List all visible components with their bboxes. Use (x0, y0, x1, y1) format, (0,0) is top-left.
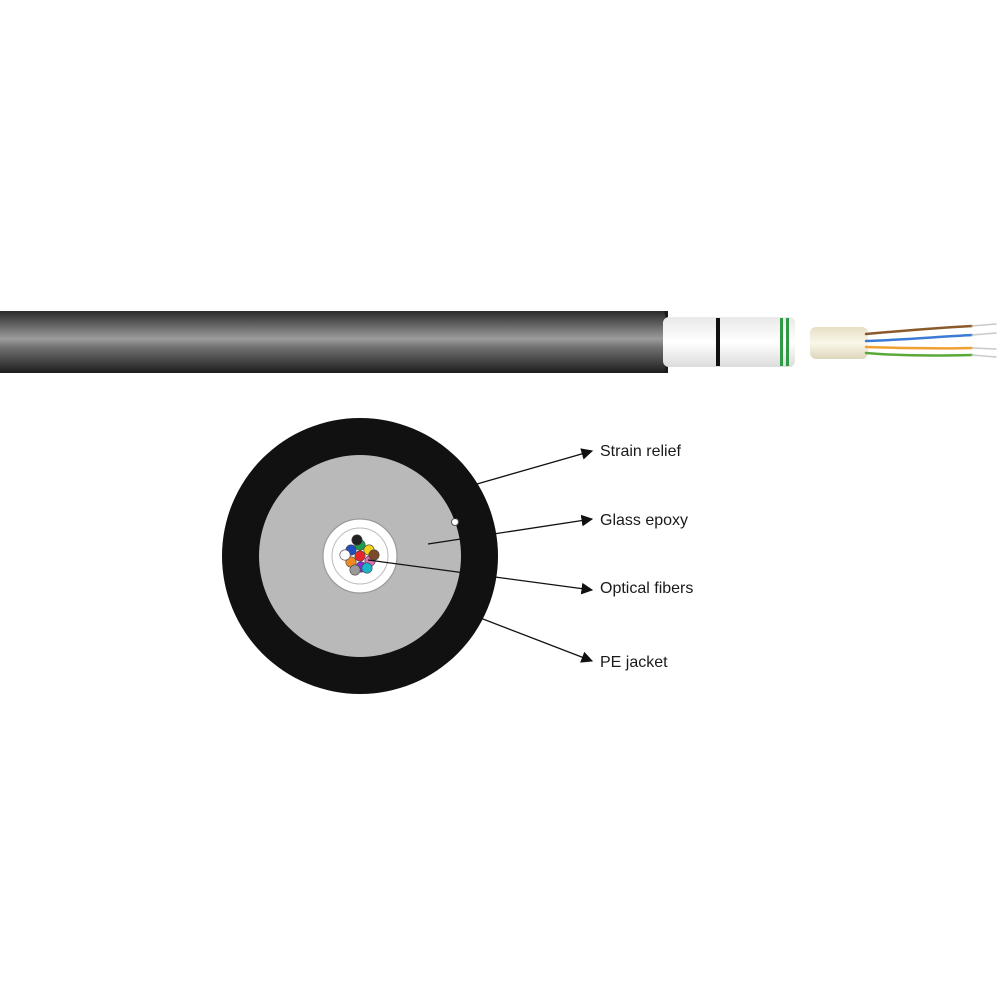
callout-glass-epoxy (427, 514, 594, 545)
cable-cross-section (222, 418, 498, 694)
fiber-dot (361, 562, 373, 574)
callout-optical-fibers (367, 559, 594, 595)
buffer-tube-side (663, 317, 795, 367)
callout-strain-relief (454, 448, 594, 520)
fiber-dot (368, 549, 380, 561)
tube-marker-black (716, 318, 720, 366)
callout-lines (367, 448, 594, 663)
buffer-tube-inner (331, 527, 389, 585)
label-strain-relief: Strain relief (600, 443, 681, 460)
fiber-strands (864, 323, 997, 358)
gel-core-side (810, 327, 868, 359)
tube-marker-green (780, 318, 783, 366)
cable-jacket-side (0, 311, 668, 373)
fiber-strand-brown (864, 324, 974, 336)
cable-side-view (0, 311, 997, 373)
fiber-dot (349, 564, 361, 576)
fiber-strand-blue (864, 333, 974, 343)
fiber-bundle (339, 534, 380, 576)
fiber-dot (354, 550, 366, 562)
label-pe-jacket: PE jacket (600, 654, 668, 671)
label-glass-epoxy: Glass epoxy (600, 512, 688, 529)
label-optical-fibers: Optical fibers (600, 580, 693, 597)
fiber-strand-orange (864, 345, 974, 350)
fiber-dot (339, 549, 351, 561)
strain-relief-element (451, 518, 459, 526)
tube-marker-green-2 (786, 318, 789, 366)
fiber-strand-green (864, 351, 974, 357)
fiber-dot (351, 534, 363, 546)
callout-pe-jacket (469, 613, 594, 663)
